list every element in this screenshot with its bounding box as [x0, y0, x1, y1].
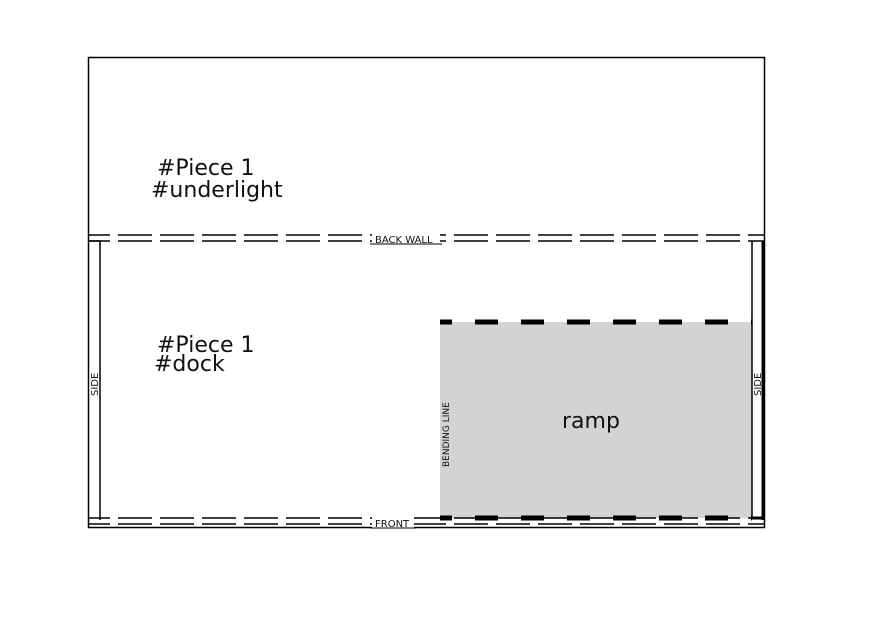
side-label-right: SIDE	[753, 373, 764, 396]
front-label: FRONT	[375, 519, 410, 530]
back-wall-label: BACK WALL	[375, 235, 433, 246]
ramp-area	[440, 322, 752, 518]
underlight-name-label: #underlight	[151, 178, 283, 203]
ramp-label: ramp	[562, 409, 620, 434]
left-side-fold	[88, 240, 101, 520]
right-side-fold	[751, 241, 765, 520]
dock-piece-label: #Piece 1	[157, 333, 255, 358]
underlight-piece-label: #Piece 1	[157, 156, 255, 181]
front-fold-line	[88, 517, 764, 525]
ramp-bend-dashes	[440, 319, 752, 521]
dock-name-label: #dock	[154, 352, 225, 377]
side-label-left: SIDE	[90, 373, 101, 396]
bending-line-label: BENDING LINE	[442, 402, 452, 467]
